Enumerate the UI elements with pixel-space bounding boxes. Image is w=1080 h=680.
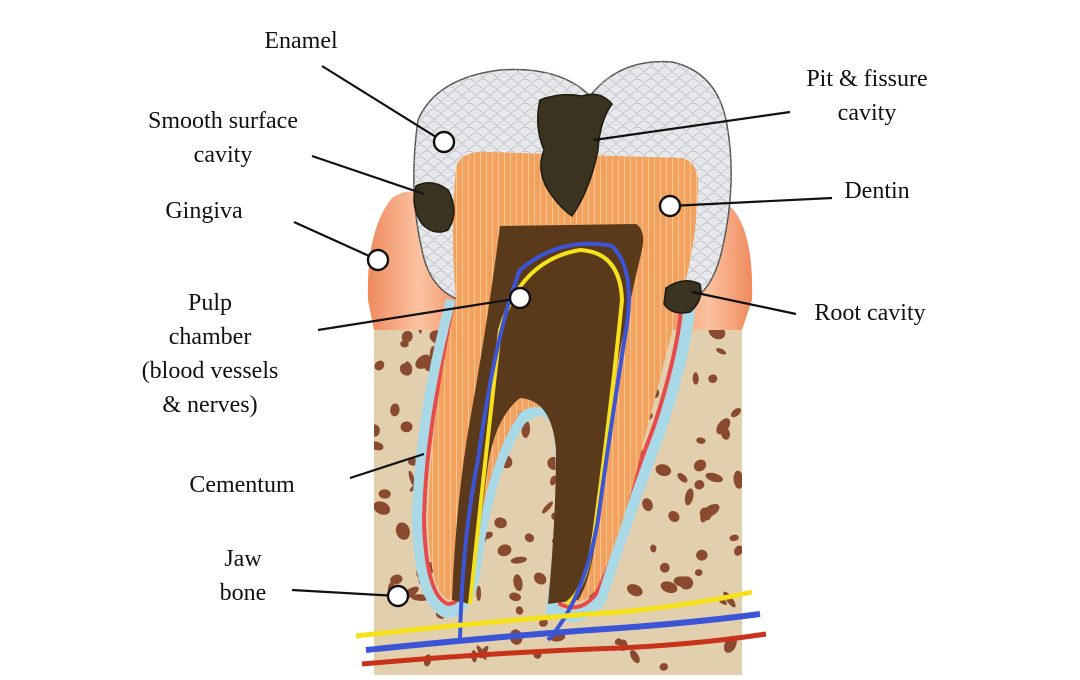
bone-pore [655, 464, 672, 477]
pulp-chamber-body [452, 224, 644, 604]
label-jaw-bone: Jaw bone [219, 546, 267, 606]
leader-pulp [317, 296, 521, 332]
bone-pore [390, 403, 400, 417]
leader-gingiva [293, 220, 379, 262]
label-root-cavity: Root cavity [814, 300, 926, 326]
bone-pore [400, 340, 409, 348]
bone-pore [677, 472, 688, 483]
bone-pore [659, 562, 670, 573]
bone-pore [684, 488, 694, 506]
bone-pore [694, 569, 703, 577]
dot-gingiva [366, 248, 390, 272]
bone-pore [673, 576, 690, 587]
bone-pore [693, 459, 707, 472]
marker-dots [366, 130, 682, 608]
smooth-surface-decay [413, 182, 455, 233]
bone-pore [730, 407, 742, 418]
bone-pore [497, 544, 512, 557]
bone-pore [374, 424, 380, 437]
bone-pore [542, 501, 553, 514]
bone-pore [374, 441, 384, 451]
bone-pore [550, 475, 557, 486]
leader-cementum [349, 452, 425, 480]
blood-vessels-and-nerves [355, 241, 767, 667]
label-gingiva: Gingiva [165, 198, 243, 224]
bone-pore [705, 472, 723, 483]
dot-dentin [658, 194, 682, 218]
bone-pore [524, 533, 535, 543]
bone-pore [400, 421, 413, 433]
label-enamel: Enamel [264, 28, 338, 54]
label-pulp-chamber: Pulp chamber (blood vessels & nerves) [141, 290, 279, 418]
root-decay [663, 280, 702, 314]
bone-pore [734, 545, 742, 556]
label-cementum: Cementum [189, 472, 295, 498]
leader-jaw-bone [291, 588, 399, 598]
leader-pit-fissure [593, 110, 791, 142]
leader-root-cavity [691, 290, 797, 316]
bone-pore [476, 585, 482, 602]
bone-pore [509, 592, 522, 602]
vein-base [365, 611, 761, 653]
bone-pore [538, 619, 548, 627]
leader-dentin [669, 196, 833, 208]
nerve-base [355, 589, 753, 639]
bone-pore [696, 437, 706, 444]
bone-pore [630, 650, 640, 664]
label-pit-fissure-cavity: Pit & fissure cavity [806, 66, 928, 126]
bone-pore [374, 360, 385, 371]
bone-pore [408, 457, 418, 466]
bone-pore [699, 507, 712, 521]
leader-enamel [321, 65, 445, 143]
bone-pore [696, 549, 708, 561]
pit-fissure-decay [537, 93, 613, 218]
bone-pore [694, 479, 705, 490]
pulp-chamber [452, 224, 644, 604]
bone-pore [404, 361, 413, 373]
leader-smooth-surface [311, 154, 425, 196]
label-dentin: Dentin [844, 178, 910, 204]
bone-pore [668, 510, 680, 523]
bone-pore [378, 489, 391, 499]
bone-pore [660, 581, 678, 594]
bone-pore [692, 372, 699, 385]
bone-pore [642, 498, 653, 512]
bone-pore [533, 572, 547, 585]
bone-pore [708, 374, 718, 384]
bone-pore [659, 663, 669, 671]
bone-pore [513, 574, 523, 592]
bone-pore [716, 418, 731, 435]
label-smooth-surface-cavity: Smooth surface cavity [148, 108, 298, 168]
vein-in-pulp [458, 241, 631, 642]
bone-pore [716, 348, 727, 355]
bone-pore [401, 330, 413, 343]
bone-pore [395, 522, 410, 540]
dot-jaw-bone [386, 584, 410, 608]
bone-pore [390, 574, 403, 585]
artery-base [361, 631, 767, 667]
bone-pore [494, 517, 507, 529]
bone-pore [515, 606, 524, 615]
bone-pore [374, 501, 391, 515]
bone-pore [408, 470, 416, 487]
dot-enamel [432, 130, 456, 154]
leader-lines [291, 65, 833, 598]
bone-pore [650, 544, 657, 553]
bone-pore [729, 534, 739, 542]
cavities [413, 93, 702, 314]
bone-pore [733, 470, 742, 489]
dot-pulp [508, 286, 532, 310]
bone-pore [626, 584, 643, 597]
bone-pore [510, 556, 527, 564]
gingiva-left [367, 191, 470, 330]
